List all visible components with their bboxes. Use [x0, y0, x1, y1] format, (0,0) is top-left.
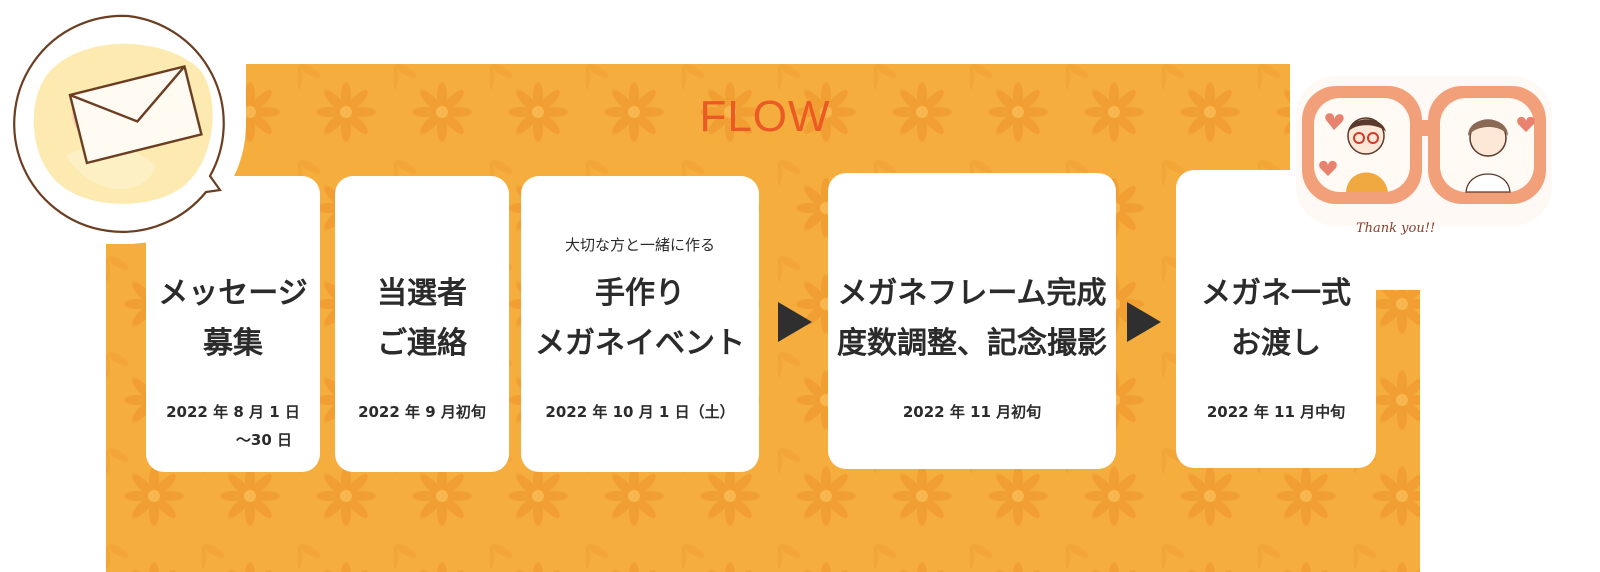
step-title-line1: メッセージ: [158, 276, 308, 311]
page-title: FLOW: [699, 92, 831, 141]
step-card-winner: 当選者 ご連絡 2022 年 9 月初旬: [335, 176, 509, 472]
step-date: 2022 年 9 月初旬: [358, 403, 486, 421]
envelope-icon: [13, 12, 240, 236]
step-title-line1: メガネフレーム完成: [837, 276, 1107, 311]
step-card-frame: メガネフレーム完成 度数調整、記念撮影 2022 年 11 月初旬: [828, 173, 1116, 469]
step-title-line1: メガネ一式: [1201, 276, 1351, 311]
step-title-line2: メガネイベント: [535, 326, 745, 361]
step-title-line2: 募集: [203, 326, 263, 361]
step-date: 2022 年 10 月 1 日（土）: [545, 403, 735, 421]
step-subtitle: 大切な方と一緒に作る: [564, 236, 715, 254]
arrow-right-icon: [1127, 302, 1161, 342]
glasses-illustration: Thank you!!: [1296, 76, 1552, 236]
arrow-right-icon: [778, 302, 812, 342]
step-card-message: メッセージ 募集 2022 年 8 月 1 日 ～30 日: [146, 176, 320, 472]
step-date: 2022 年 11 月中旬: [1206, 403, 1346, 421]
step-title-line2: お渡し: [1231, 326, 1321, 361]
step-title-line1: 当選者: [377, 276, 467, 311]
thank-you-caption: Thank you!!: [1356, 221, 1435, 236]
step-date: 2022 年 8 月 1 日: [166, 403, 300, 421]
step-date-line2: ～30 日: [235, 431, 292, 449]
step-title-line2: 度数調整、記念撮影: [837, 326, 1107, 361]
step-title-line1: 手作り: [595, 276, 685, 311]
step-card-event: 大切な方と一緒に作る 手作り メガネイベント 2022 年 10 月 1 日（土…: [521, 176, 759, 472]
step-date: 2022 年 11 月初旬: [902, 403, 1042, 421]
step-title-line2: ご連絡: [377, 326, 467, 361]
